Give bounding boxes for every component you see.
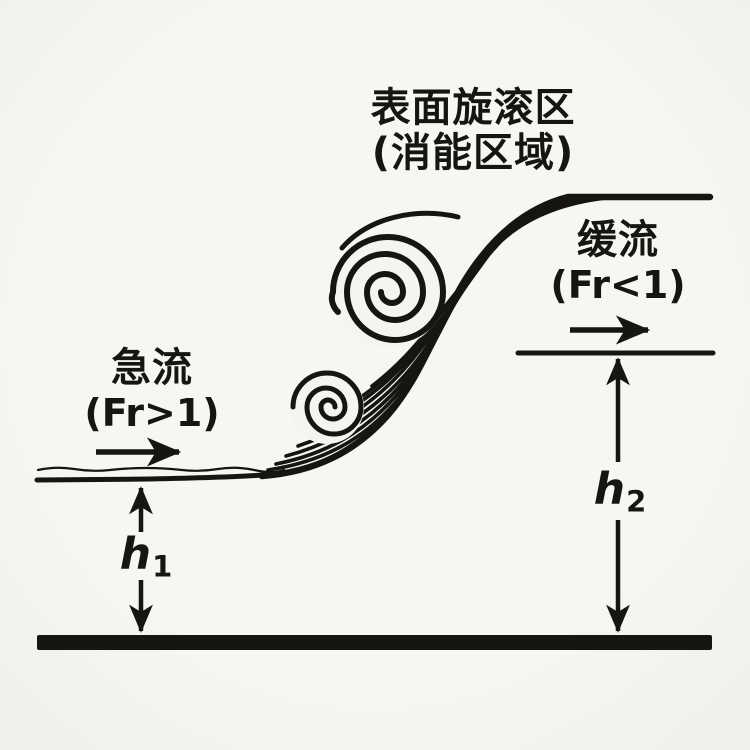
jump-face-and-downstream-surface xyxy=(258,193,714,480)
roller-zone-label-line2: (消能区域) xyxy=(371,130,575,176)
roller-zone-label: 表面旋滚区 (消能区域) xyxy=(371,86,576,176)
h1-depth-label: h1 xyxy=(119,528,173,584)
roller-crest-lip xyxy=(339,210,461,251)
upstream-flow-label: 急流 (Fr>1) xyxy=(84,346,219,436)
downstream-flow-label-line1: 缓流 xyxy=(576,217,659,263)
downstream-flow-label: 缓流 (Fr<1) xyxy=(550,218,685,308)
channel-bed xyxy=(37,635,712,650)
roller-spiral-small xyxy=(290,370,364,437)
upstream-flow-label-line2: (Fr>1) xyxy=(84,391,220,435)
roller-spiral-large xyxy=(328,234,447,343)
h2-depth-label: h2 xyxy=(593,463,647,519)
downstream-flow-label-line2: (Fr<1) xyxy=(550,263,686,307)
upstream-water-surface xyxy=(34,466,286,483)
upstream-flow-label-line1: 急流 xyxy=(110,345,193,391)
roller-zone-label-line1: 表面旋滚区 xyxy=(370,85,576,131)
